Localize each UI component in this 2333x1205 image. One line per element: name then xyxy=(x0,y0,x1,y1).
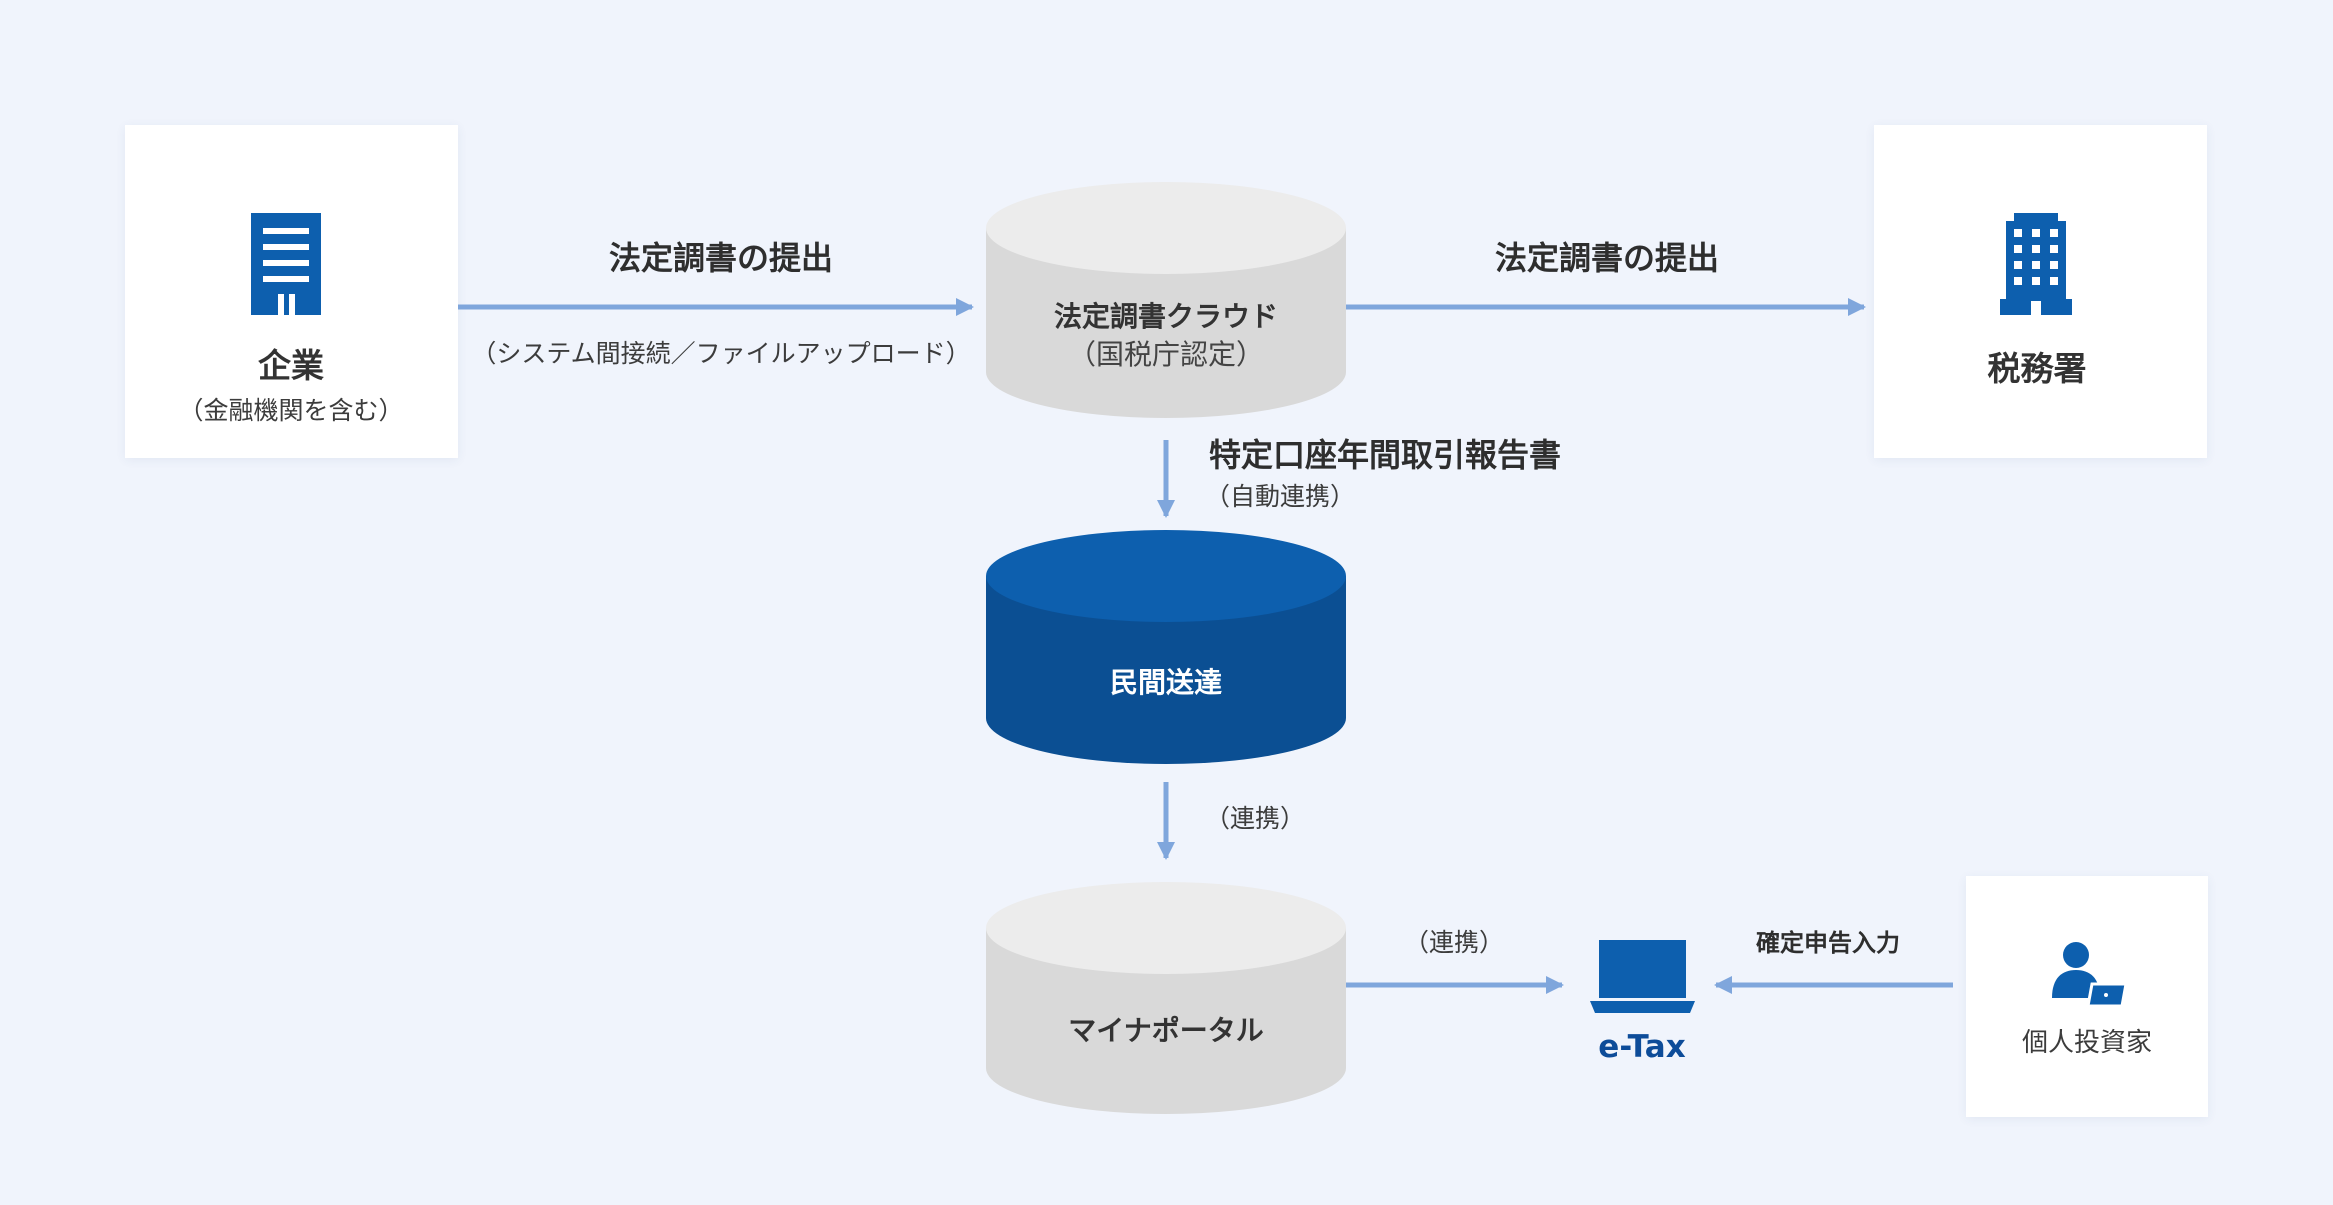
tax-office-title: 税務署 xyxy=(1987,349,2087,388)
edge-portal-to-etax-sublabel: （連携） xyxy=(1403,928,1505,957)
edge-company-to-cloud-sublabel: （システム間接続／ファイルアップロード） xyxy=(471,339,971,368)
edge-cloud-to-tax-office-label: 法定調書の提出 xyxy=(1494,239,1720,277)
myna-portal-cylinder xyxy=(986,882,1346,1114)
myna-portal-title: マイナポータル xyxy=(1068,1014,1264,1047)
office-building-icon xyxy=(251,213,321,315)
tax-office-building-icon xyxy=(2000,213,2072,315)
cloud-subtitle: （国税庁認定） xyxy=(1067,338,1265,371)
company-subtitle: （金融機関を含む） xyxy=(178,396,404,425)
company-title: 企業 xyxy=(258,346,324,385)
cloud-cylinder xyxy=(986,182,1346,418)
laptop-icon xyxy=(1590,940,1695,1013)
edge-cloud-to-delivery-sublabel: （自動連携） xyxy=(1205,482,1356,511)
edge-cloud-to-delivery-label: 特定口座年間取引報告書 xyxy=(1209,436,1562,474)
edge-investor-to-etax-label: 確定申告入力 xyxy=(1756,929,1900,957)
edge-delivery-to-portal-sublabel: （連携） xyxy=(1205,804,1306,833)
private-delivery-cylinder xyxy=(986,530,1346,764)
person-with-laptop-icon xyxy=(2052,942,2128,1008)
cloud-title: 法定調書クラウド xyxy=(1053,300,1279,333)
edge-company-to-cloud-label: 法定調書の提出 xyxy=(608,239,834,277)
private-delivery-title: 民間送達 xyxy=(1109,666,1223,699)
etax-title: e-Tax xyxy=(1598,1029,1686,1065)
investor-title: 個人投資家 xyxy=(2021,1028,2153,1058)
